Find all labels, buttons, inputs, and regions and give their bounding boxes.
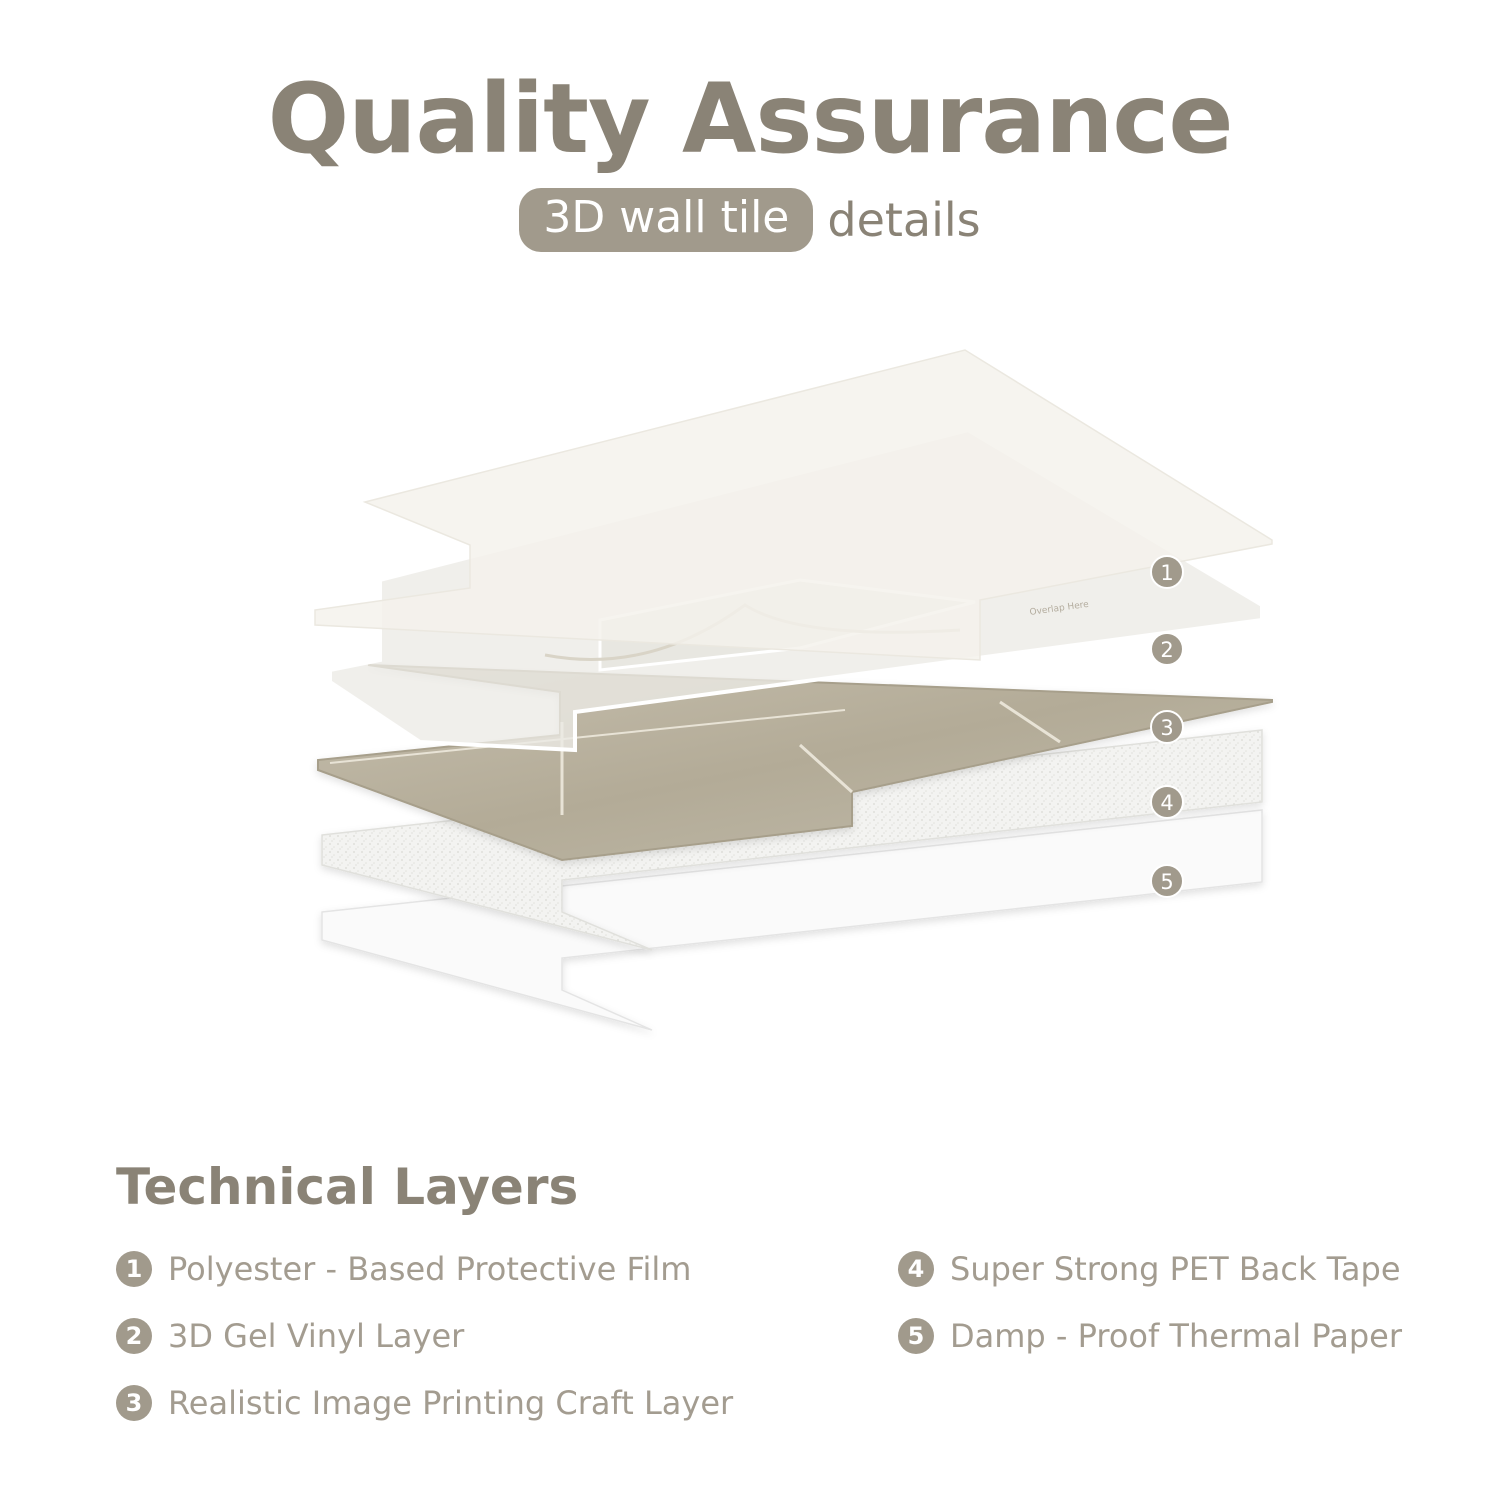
svg-text:2: 2 (1160, 638, 1173, 662)
marker-1: 1 (1150, 555, 1184, 589)
subtitle: 3D wall tile details (0, 188, 1500, 252)
svg-text:1: 1 (1160, 561, 1173, 585)
layer-label: Damp - Proof Thermal Paper (950, 1317, 1402, 1355)
layer-exploded-illustration: Overlap Here 1 2 3 4 5 (314, 349, 1273, 1031)
layer-label: Super Strong PET Back Tape (950, 1250, 1401, 1288)
layer-label: Realistic Image Printing Craft Layer (168, 1384, 734, 1422)
number-badge: 4 (898, 1251, 934, 1287)
layer-label: Polyester - Based Protective Film (168, 1250, 692, 1288)
svg-text:3: 3 (1160, 716, 1173, 740)
layer-item-2: 2 3D Gel Vinyl Layer (116, 1317, 464, 1355)
page-title: Quality Assurance (267, 63, 1234, 175)
layer-4-tape (321, 729, 1263, 951)
marker-5: 5 (1150, 864, 1184, 898)
layer-item-4: 4 Super Strong PET Back Tape (898, 1250, 1401, 1288)
layer-item-5: 5 Damp - Proof Thermal Paper (898, 1317, 1402, 1355)
number-badge: 2 (116, 1318, 152, 1354)
svg-text:4: 4 (1160, 791, 1173, 815)
subtitle-text: details (827, 193, 981, 247)
product-pill: 3D wall tile (519, 188, 814, 252)
layer-item-3: 3 Realistic Image Printing Craft Layer (116, 1384, 733, 1422)
number-badge: 5 (898, 1318, 934, 1354)
marker-4: 4 (1150, 785, 1184, 819)
number-badge: 3 (116, 1385, 152, 1421)
layer-item-1: 1 Polyester - Based Protective Film (116, 1250, 691, 1288)
layer-5-paper (321, 809, 1263, 1031)
section-heading: Technical Layers (116, 1158, 579, 1216)
svg-text:5: 5 (1160, 870, 1173, 894)
layer-label: 3D Gel Vinyl Layer (168, 1317, 465, 1355)
number-badge: 1 (116, 1251, 152, 1287)
marker-2: 2 (1150, 632, 1184, 666)
marker-3: 3 (1150, 710, 1184, 744)
